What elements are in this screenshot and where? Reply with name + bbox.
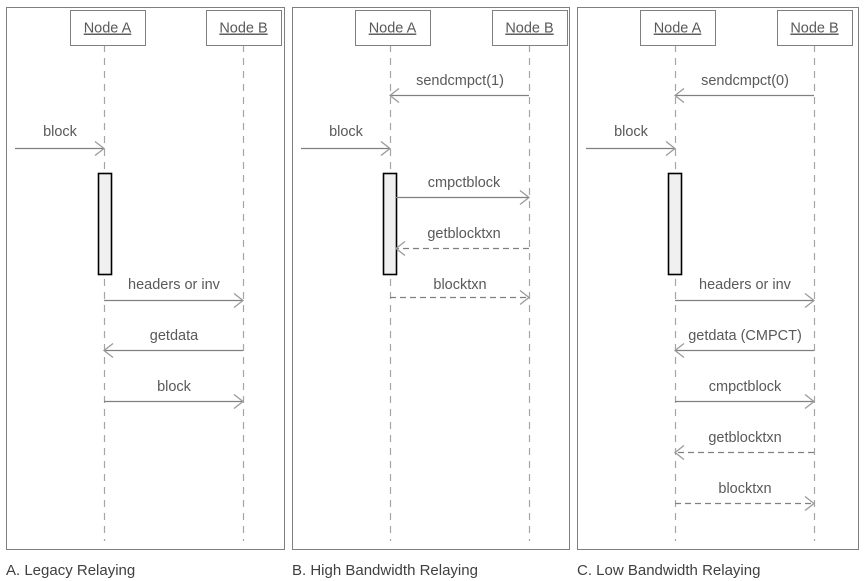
- message-arrowhead: [519, 189, 531, 206]
- participant-label-node-a: Node A: [654, 21, 702, 37]
- message-arrowhead: [804, 495, 816, 512]
- participant-box-node-b[interactable]: [206, 10, 282, 46]
- message-label: blocktxn: [718, 481, 771, 497]
- message-label: block: [157, 379, 192, 395]
- participant-box-node-b[interactable]: [777, 10, 853, 46]
- message-arrowhead: [233, 292, 245, 309]
- message-arrowhead: [233, 393, 245, 410]
- message-label: cmpctblock: [428, 175, 501, 191]
- participant-label-node-b: Node B: [505, 21, 553, 37]
- message-label: sendcmpct(0): [701, 73, 789, 89]
- participant-box-node-b[interactable]: [492, 10, 568, 46]
- message-arrowhead: [673, 87, 685, 104]
- message-label: blocktxn: [433, 277, 486, 293]
- panel-caption: C. Low Bandwidth Relaying: [577, 562, 760, 579]
- message-arrowhead: [394, 240, 406, 257]
- message-arrowhead: [673, 444, 685, 461]
- message-arrowhead: [804, 393, 816, 410]
- participant-label-node-b: Node B: [219, 21, 267, 37]
- panels-layer: Node A Node B block headers or inv getdata bl…: [6, 7, 859, 579]
- panel-caption: A. Legacy Relaying: [6, 562, 135, 579]
- message-label: headers or inv: [699, 277, 792, 293]
- participant-label-node-a: Node A: [369, 21, 417, 37]
- message-label: cmpctblock: [709, 379, 782, 395]
- message-label: getblocktxn: [427, 226, 500, 242]
- participant-box-node-a[interactable]: [640, 10, 716, 46]
- message-arrowhead: [94, 140, 106, 157]
- message-arrowhead: [380, 140, 392, 157]
- message-label: block: [43, 124, 78, 140]
- message-label: getblocktxn: [708, 430, 781, 446]
- message-arrowhead: [102, 342, 114, 359]
- participant-box-node-a[interactable]: [70, 10, 146, 46]
- message-label: block: [614, 124, 649, 140]
- message-arrowhead: [673, 342, 685, 359]
- panel-a: Node A Node B block headers or inv getdata bl…: [6, 7, 285, 579]
- panel-frame: [6, 7, 285, 550]
- participant-label-node-a: Node A: [84, 21, 132, 37]
- message-arrowhead: [388, 87, 400, 104]
- message-arrowhead: [804, 292, 816, 309]
- participant-label-node-b: Node B: [790, 21, 838, 37]
- panel-b: Node A Node B sendcmpct(1) block cmpctblock g…: [292, 7, 570, 579]
- message-arrowhead: [665, 140, 677, 157]
- panel-c: Node A Node B sendcmpct(0) block headers or …: [577, 7, 859, 579]
- message-arrowhead: [519, 289, 531, 306]
- activation-bar: [382, 172, 398, 276]
- participant-box-node-a[interactable]: [355, 10, 431, 46]
- activation-bar: [97, 172, 113, 276]
- panel-caption: B. High Bandwidth Relaying: [292, 562, 478, 579]
- message-label: headers or inv: [128, 277, 221, 293]
- message-label: sendcmpct(1): [416, 73, 504, 89]
- activation-bar: [667, 172, 683, 276]
- panel-frame: [577, 7, 859, 550]
- message-label: getdata (CMPCT): [688, 328, 802, 344]
- panel-frame: [292, 7, 570, 550]
- message-label: getdata: [150, 328, 199, 344]
- message-label: block: [329, 124, 364, 140]
